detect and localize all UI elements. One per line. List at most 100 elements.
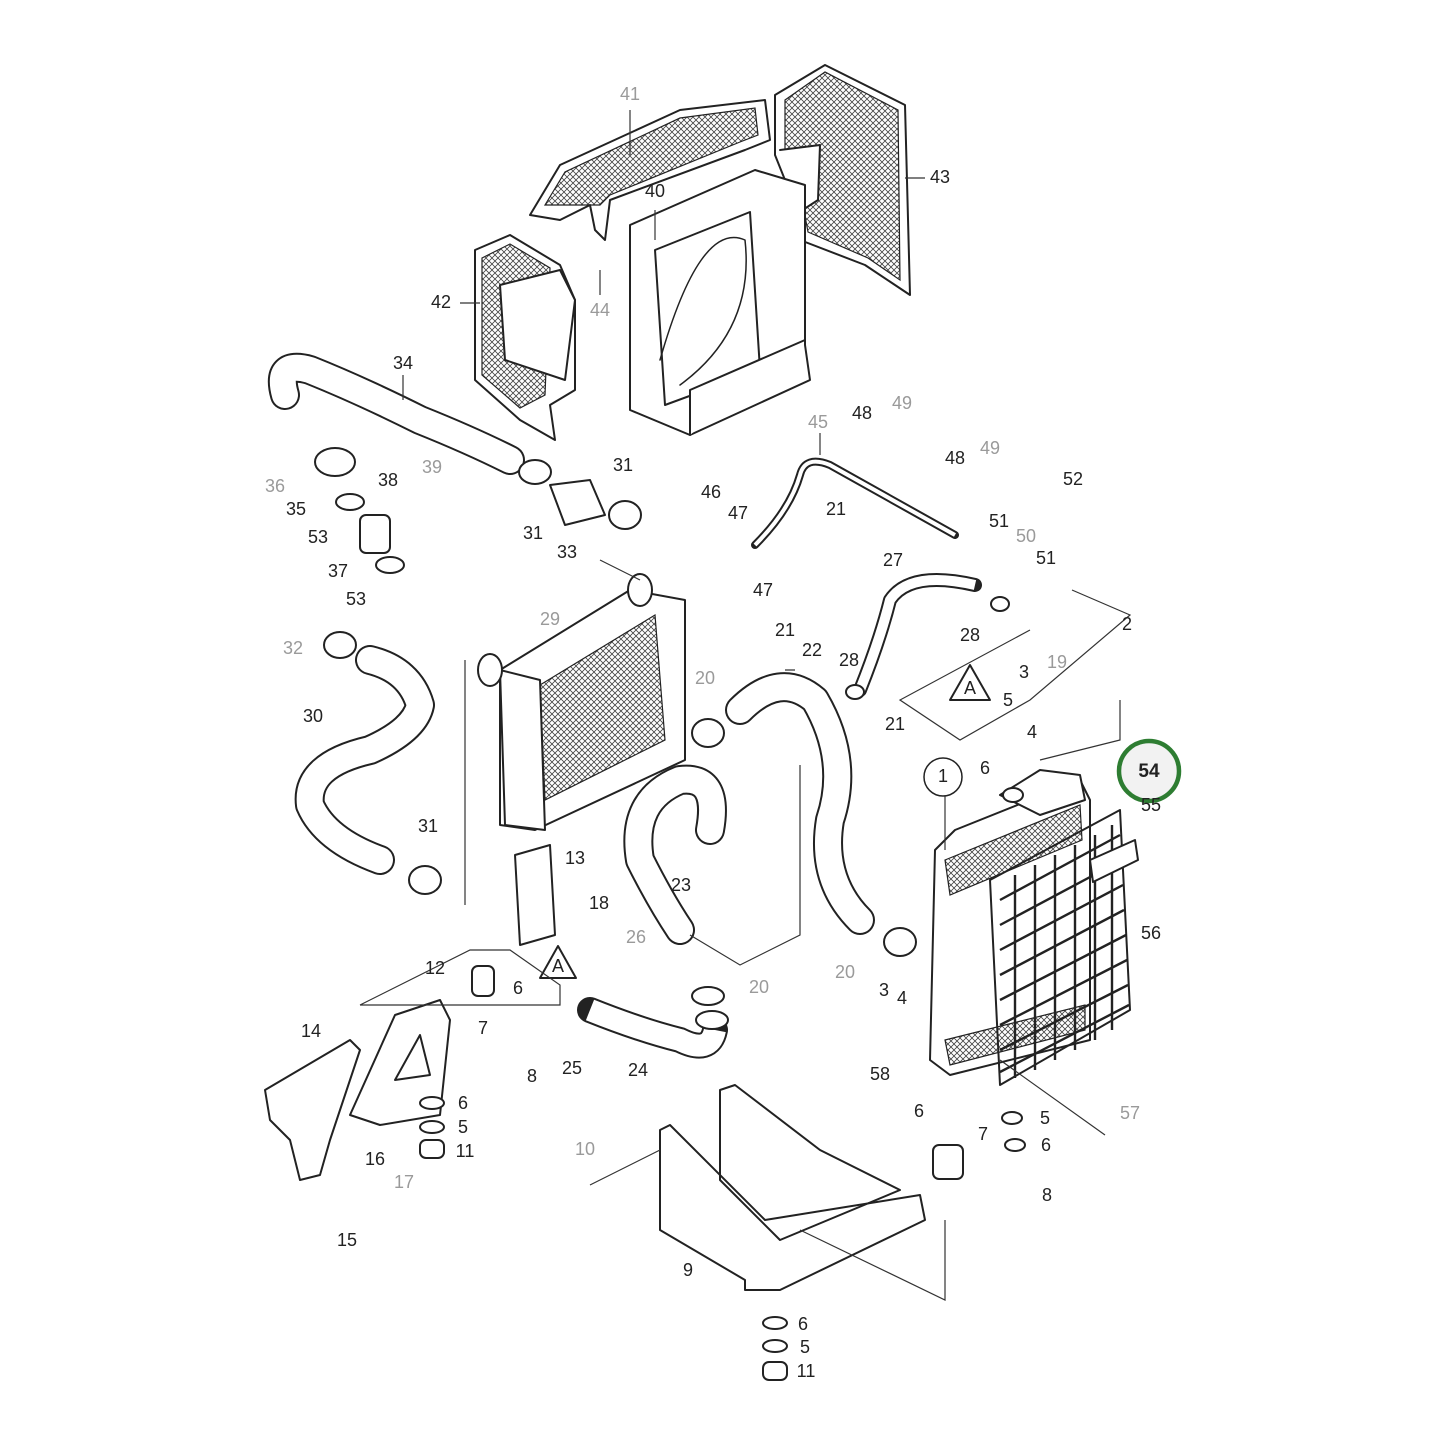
part-label-53: 53: [308, 527, 328, 547]
svg-text:A: A: [964, 678, 976, 698]
radiator: [929, 769, 1091, 1076]
part-label-46: 46: [701, 482, 721, 502]
part-label-8: 8: [527, 1066, 537, 1086]
part-label-20: 20: [835, 962, 855, 982]
part-label-51: 51: [1036, 548, 1056, 568]
part-label-22: 22: [802, 640, 822, 660]
part-label-29: 29: [540, 609, 560, 629]
intercooler: [477, 573, 686, 831]
part-label-7: 7: [478, 1018, 488, 1038]
part-label-7: 7: [978, 1124, 988, 1144]
fan-shroud-frame: [629, 169, 811, 436]
part-label-3: 3: [879, 980, 889, 1000]
part-label-33: 33: [557, 542, 577, 562]
part-label-56: 56: [1141, 923, 1161, 943]
part-label-4: 4: [897, 988, 907, 1008]
part-label-40: 40: [645, 181, 665, 201]
highlight-callout-54[interactable]: 54: [1116, 738, 1182, 804]
part-label-28: 28: [960, 625, 980, 645]
part-label-25: 25: [562, 1058, 582, 1078]
hose-clamps: [314, 447, 1010, 1006]
part-label-53: 53: [346, 589, 366, 609]
part-label-50: 50: [1016, 526, 1036, 546]
part-label-36: 36: [265, 476, 285, 496]
charge-air-hose-30: [294, 645, 435, 875]
reference-marker-a-upper: A: [949, 664, 991, 701]
part-label-6: 6: [458, 1093, 468, 1113]
part-label-24: 24: [628, 1060, 648, 1080]
part-label-10: 10: [575, 1139, 595, 1159]
leader-lines: [359, 110, 1132, 1301]
part-label-6: 6: [914, 1101, 924, 1121]
part-label-19: 19: [1047, 652, 1067, 672]
part-label-48: 48: [852, 403, 872, 423]
name-plate-55: [1089, 839, 1139, 883]
support-frame-9: [659, 1084, 926, 1291]
bracket-14: [264, 1039, 361, 1181]
part-label-20: 20: [695, 668, 715, 688]
part-label-11: 11: [456, 1141, 475, 1161]
coolant-hose-22: [725, 672, 875, 935]
part-label-8: 8: [1042, 1185, 1052, 1205]
callout-1: [923, 757, 963, 797]
part-label-3: 3: [1019, 662, 1029, 682]
pipe-45: [751, 457, 959, 549]
part-label-34: 34: [393, 353, 413, 373]
part-label-6: 6: [1041, 1135, 1051, 1155]
part-label-55: 55: [1141, 795, 1161, 815]
part-label-18: 18: [589, 893, 609, 913]
part-label-31: 31: [418, 816, 438, 836]
bracket-13: [514, 844, 556, 946]
side-guard-right: [774, 64, 911, 296]
part-label-20: 20: [749, 977, 769, 997]
part-label-16: 16: [365, 1149, 385, 1169]
part-label-52: 52: [1063, 469, 1083, 489]
part-label-27: 27: [883, 550, 903, 570]
part-label-32: 32: [283, 638, 303, 658]
part-label-47: 47: [728, 503, 748, 523]
part-label-38: 38: [378, 470, 398, 490]
part-label-39: 39: [422, 457, 442, 477]
part-label-31: 31: [613, 455, 633, 475]
part-label-2: 2: [1122, 614, 1132, 634]
svg-text:A: A: [552, 956, 564, 976]
part-label-49: 49: [892, 393, 912, 413]
svg-text:54: 54: [1138, 761, 1160, 782]
coolant-hose-23: [623, 764, 727, 945]
part-label-6: 6: [980, 758, 990, 778]
part-label-43: 43: [930, 167, 950, 187]
part-label-6: 6: [798, 1314, 808, 1334]
part-label-37: 37: [328, 561, 348, 581]
part-label-26: 26: [626, 927, 646, 947]
charge-air-hose-34: [267, 352, 525, 475]
rubber-mounts: [419, 965, 1026, 1381]
part-label-13: 13: [565, 848, 585, 868]
pipe-24: [577, 997, 729, 1059]
part-label-31: 31: [523, 523, 543, 543]
connector-37: [335, 493, 405, 574]
part-label-45: 45: [808, 412, 828, 432]
part-label-21: 21: [826, 499, 846, 519]
part-label-14: 14: [301, 1021, 321, 1041]
fan-shroud-top-guard: [529, 99, 771, 241]
side-guard-left: [474, 234, 576, 441]
part-label-15: 15: [337, 1230, 357, 1250]
pipe-sleeve-33: [549, 479, 606, 526]
part-label-49: 49: [980, 438, 1000, 458]
part-label-17: 17: [394, 1172, 414, 1192]
part-label-21: 21: [775, 620, 795, 640]
part-label-9: 9: [683, 1260, 693, 1280]
part-label-4: 4: [1027, 722, 1037, 742]
part-label-23: 23: [671, 875, 691, 895]
part-label-1: 1: [938, 766, 948, 786]
part-label-11: 11: [797, 1361, 816, 1381]
hose-27: [853, 573, 982, 697]
part-label-42: 42: [431, 292, 451, 312]
part-label-35: 35: [286, 499, 306, 519]
part-label-51: 51: [989, 511, 1009, 531]
part-label-57: 57: [1120, 1103, 1140, 1123]
bracket-12: [349, 999, 451, 1126]
part-label-6: 6: [513, 978, 523, 998]
